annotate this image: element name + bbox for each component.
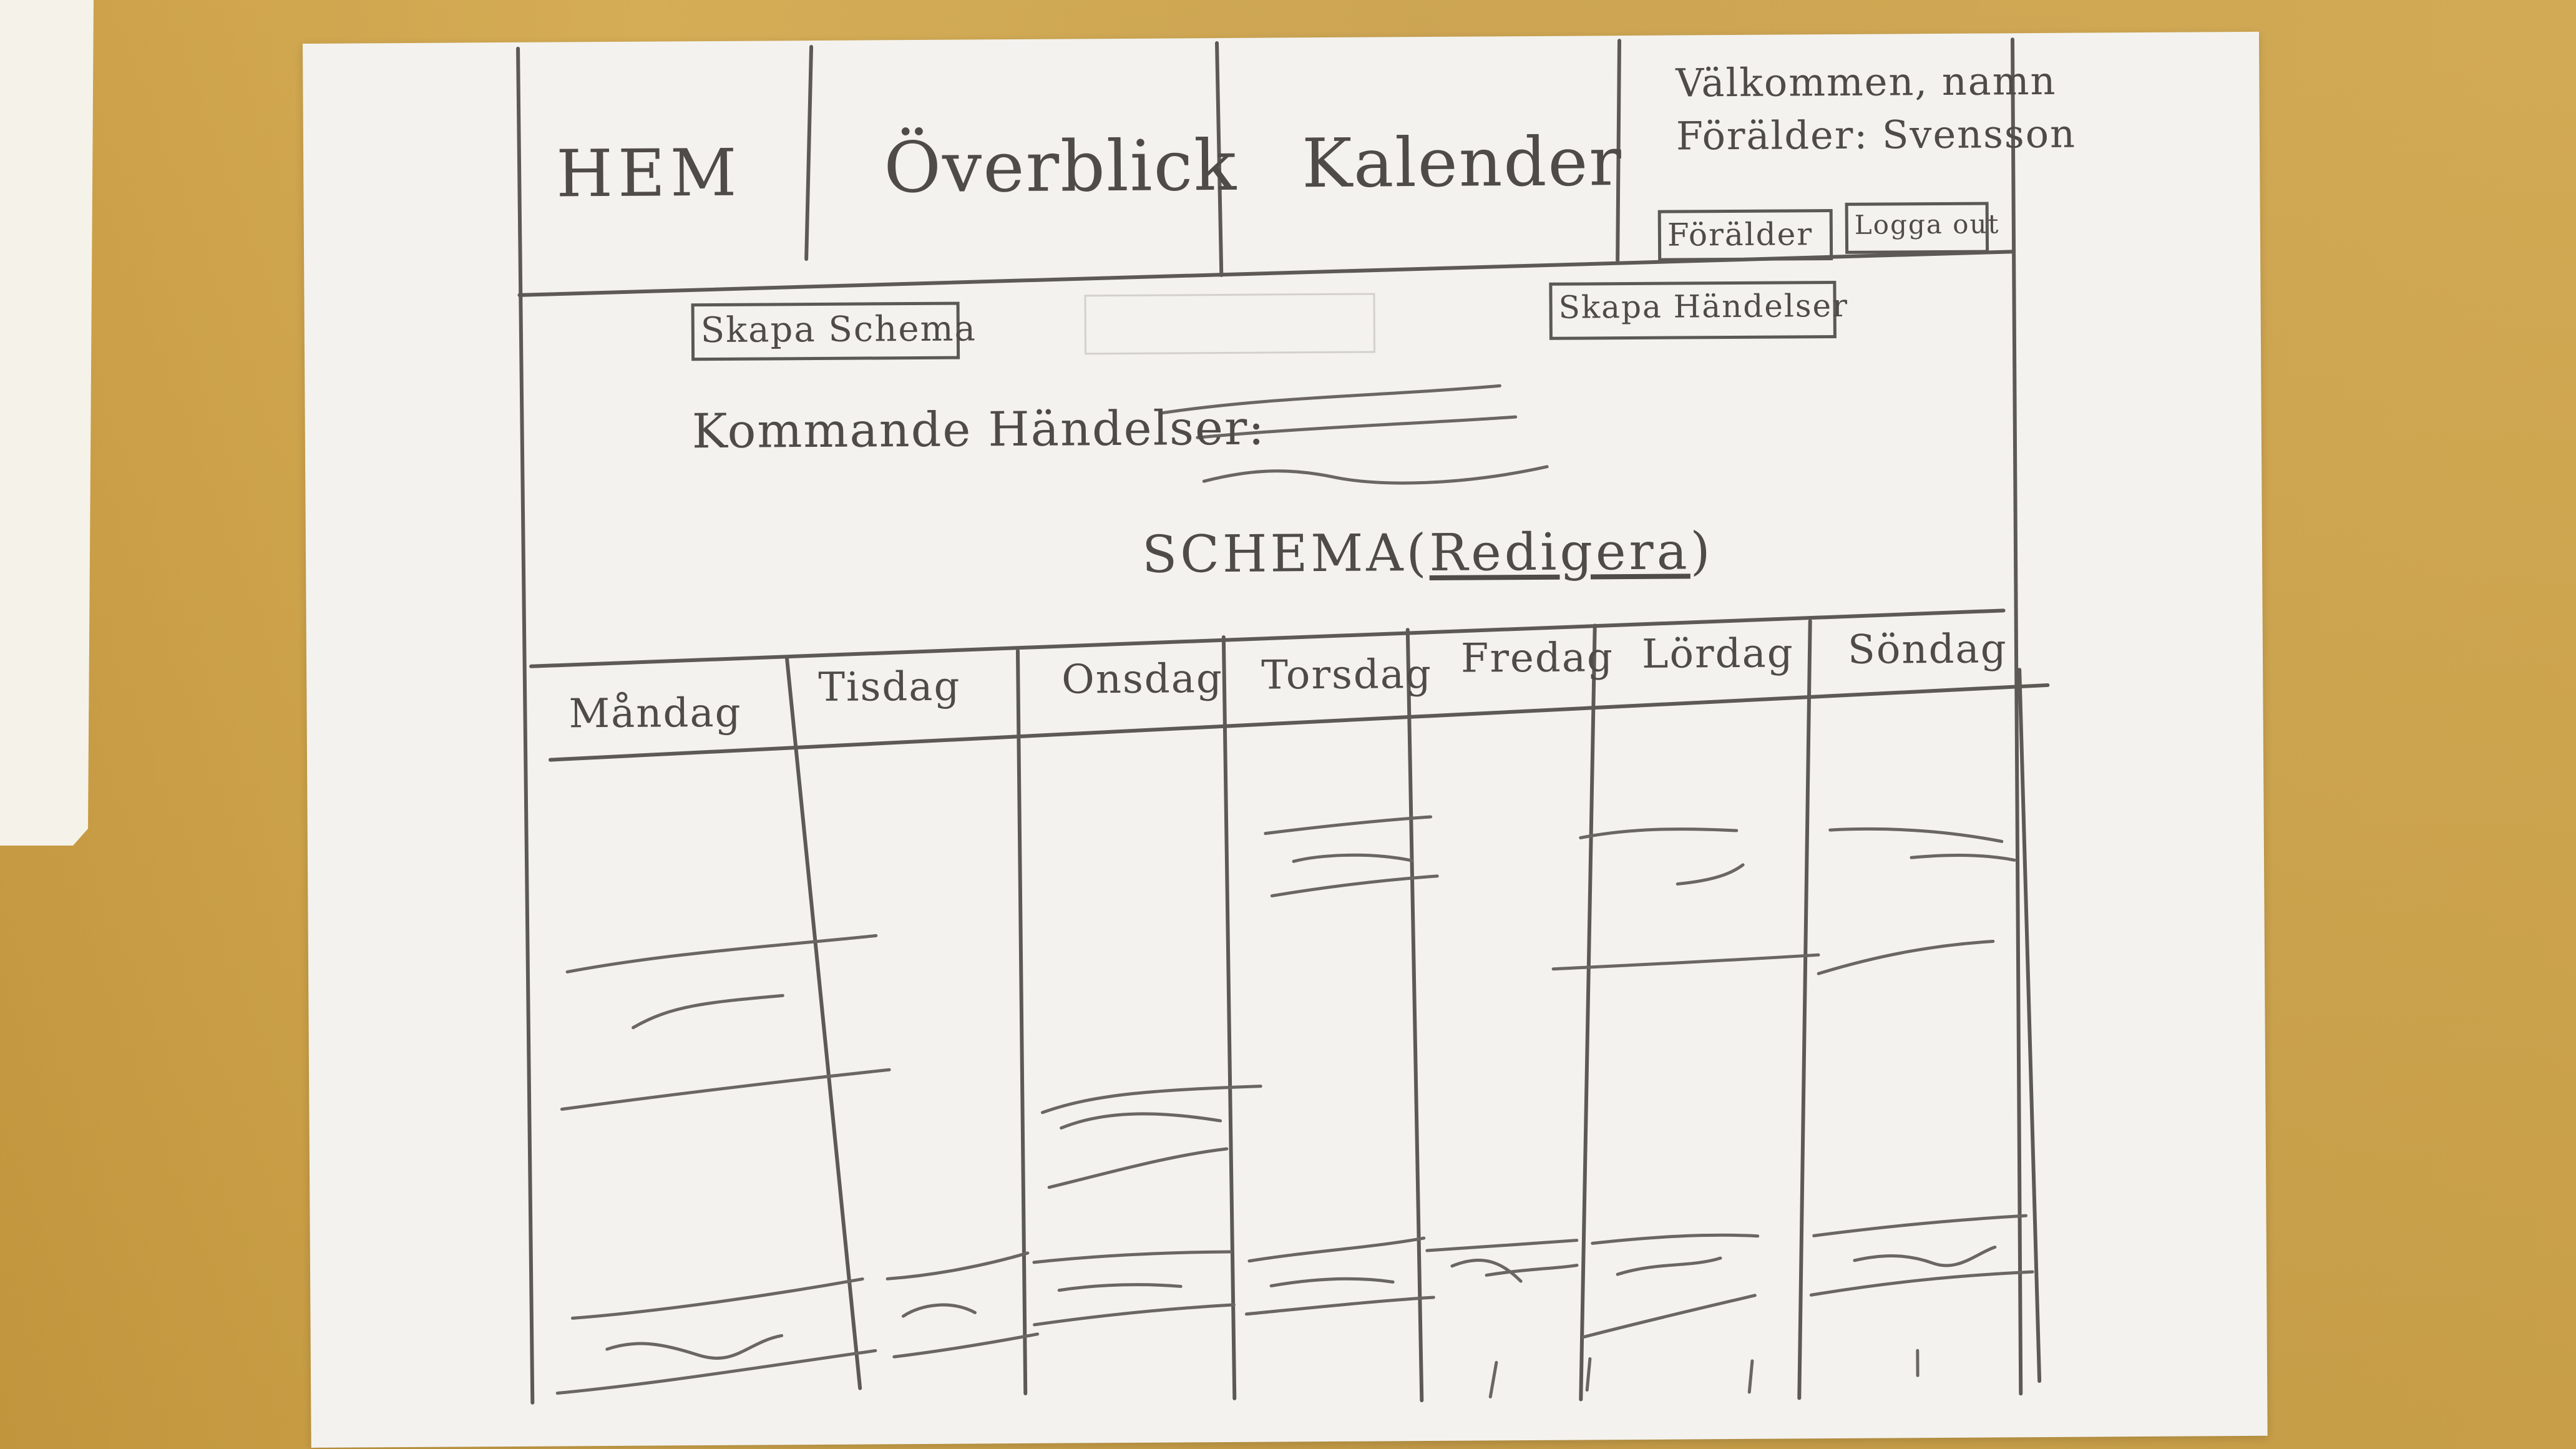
welcome-text: Välkommen, namn bbox=[1676, 57, 2057, 106]
wireframe-sheet: HEM Överblick Kalender Välkommen, namn F… bbox=[303, 31, 2268, 1448]
create-schedule-button[interactable]: Skapa Schema bbox=[691, 301, 977, 361]
day-label-saturday: Lördag bbox=[1641, 630, 1794, 678]
schedule-entry-thursday-5 bbox=[1269, 1277, 1395, 1288]
nav-calendar[interactable]: Kalender bbox=[1301, 123, 1623, 203]
create-events-button-label: Skapa Händelser bbox=[1558, 287, 1849, 326]
nav-overview[interactable]: Överblick bbox=[883, 125, 1238, 209]
schedule-entry-sunday-6 bbox=[1809, 1270, 2034, 1297]
parent-button-label: Förälder bbox=[1667, 216, 1813, 253]
bottom-tick-2 bbox=[1585, 1357, 1592, 1392]
right-page-border bbox=[2011, 37, 2023, 1396]
schedule-entry-sunday-3 bbox=[1817, 939, 1995, 975]
schedule-entry-monday-1 bbox=[565, 934, 878, 973]
day-label-wednesday: Onsdag bbox=[1061, 656, 1224, 703]
faint-placeholder-box bbox=[1084, 293, 1376, 355]
day-column-line-7 bbox=[2017, 668, 2042, 1383]
events-scribble-3 bbox=[1202, 465, 1549, 485]
schedule-entry-wednesday-4 bbox=[1032, 1250, 1232, 1264]
day-column-line-5 bbox=[1579, 623, 1597, 1402]
upcoming-events-label: Kommande Händelser: bbox=[691, 399, 1266, 459]
schedule-entry-friday-1 bbox=[1425, 1239, 1579, 1252]
day-column-line-3 bbox=[1221, 635, 1237, 1400]
create-events-button[interactable]: Skapa Händelser bbox=[1549, 280, 1848, 340]
schedule-entry-sunday-5 bbox=[1853, 1245, 1997, 1267]
schedule-entry-saturday-3 bbox=[1551, 953, 1820, 971]
logout-button[interactable]: Logga out bbox=[1845, 202, 2000, 254]
schedule-entry-monday-2 bbox=[632, 993, 784, 1030]
schedule-entry-thursday-4 bbox=[1247, 1236, 1426, 1263]
schedule-entry-monday-3 bbox=[560, 1068, 891, 1111]
schedule-entry-saturday-4 bbox=[1591, 1233, 1760, 1245]
nav-divider-1 bbox=[804, 45, 814, 261]
schedule-entry-wednesday-2 bbox=[1060, 1112, 1222, 1130]
schedule-entry-saturday-2 bbox=[1676, 863, 1745, 886]
schedule-entry-saturday-5 bbox=[1616, 1256, 1722, 1276]
day-label-sunday: Söndag bbox=[1847, 626, 2008, 673]
schedule-entry-thursday-3 bbox=[1270, 874, 1439, 898]
bottom-tick-3 bbox=[1747, 1359, 1754, 1394]
schedule-entry-tuesday-3 bbox=[892, 1332, 1040, 1359]
schedule-entry-wednesday-3 bbox=[1047, 1147, 1229, 1189]
schedule-edit-link[interactable]: Redigera bbox=[1429, 522, 1690, 583]
schedule-entry-friday-3 bbox=[1485, 1264, 1579, 1277]
schedule-entry-friday-2 bbox=[1450, 1258, 1523, 1283]
schedule-entry-thursday-1 bbox=[1264, 815, 1433, 836]
schedule-entry-tuesday-1 bbox=[886, 1251, 1030, 1281]
schedule-entry-sunday-2 bbox=[1910, 854, 2016, 862]
left-page-border bbox=[516, 46, 535, 1405]
day-column-line-4 bbox=[1405, 628, 1424, 1403]
schedule-entry-wednesday-6 bbox=[1033, 1303, 1236, 1327]
nav-home[interactable]: HEM bbox=[555, 134, 742, 212]
schedule-entry-tuesday-2 bbox=[901, 1303, 977, 1318]
schedule-title: SCHEMA(Redigera) bbox=[1141, 522, 1714, 585]
schedule-entry-thursday-6 bbox=[1244, 1295, 1435, 1316]
day-label-monday: Måndag bbox=[568, 690, 742, 738]
day-label-tuesday: Tisdag bbox=[818, 663, 961, 711]
logout-button-label: Logga out bbox=[1854, 208, 2000, 240]
day-column-line-1 bbox=[785, 656, 862, 1390]
schedule-entry-sunday-4 bbox=[1812, 1214, 2028, 1237]
schedule-entry-monday-6 bbox=[555, 1349, 877, 1395]
bottom-tick-1 bbox=[1488, 1360, 1498, 1398]
schedule-title-text: SCHEMA bbox=[1141, 524, 1407, 585]
schedule-entry-saturday-1 bbox=[1579, 827, 1739, 840]
schedule-entry-sunday-1 bbox=[1828, 827, 2004, 843]
schedule-entry-saturday-6 bbox=[1582, 1294, 1757, 1339]
schedule-entry-monday-4 bbox=[570, 1277, 864, 1320]
schedule-entry-wednesday-1 bbox=[1040, 1085, 1262, 1115]
schedule-entry-thursday-2 bbox=[1292, 853, 1414, 863]
day-column-line-2 bbox=[1015, 649, 1028, 1395]
parent-role-text: Förälder: Svensson bbox=[1676, 110, 2077, 159]
day-label-friday: Fredag bbox=[1460, 635, 1614, 682]
schedule-entry-wednesday-5 bbox=[1057, 1283, 1183, 1292]
side-paper bbox=[0, 0, 94, 846]
parent-button[interactable]: Förälder bbox=[1657, 209, 1833, 261]
schedule-entry-monday-5 bbox=[605, 1334, 784, 1360]
day-column-line-6 bbox=[1797, 619, 1812, 1400]
create-schedule-button-label: Skapa Schema bbox=[700, 308, 977, 351]
day-label-thursday: Torsdag bbox=[1261, 651, 1433, 699]
